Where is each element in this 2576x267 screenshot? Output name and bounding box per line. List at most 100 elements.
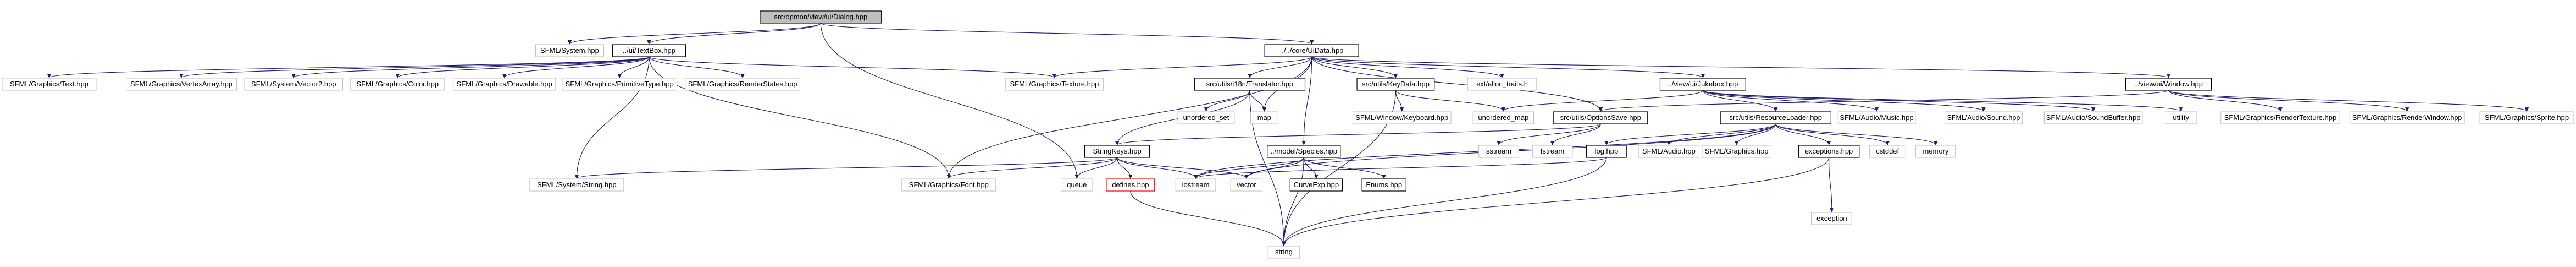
node-cstddef[interactable]: cstddef: [1869, 145, 1906, 158]
node-box: [1945, 111, 2023, 124]
node-memory[interactable]: memory: [1915, 145, 1956, 158]
node-g_text[interactable]: SFML/Graphics/Text.hpp: [2, 78, 97, 91]
node-iostream[interactable]: iostream: [1175, 178, 1216, 192]
edge-optionssave-to-sstream: [1497, 123, 1601, 145]
node-label: SFML/Audio/Sound.hpp: [1947, 114, 2020, 122]
node-box: [1289, 178, 1343, 192]
edge-resourceloader-to-cstddef: [1775, 123, 1890, 145]
edge-uidata-to-window: [1311, 56, 2170, 78]
node-unordered_set[interactable]: unordered_set: [1177, 111, 1235, 124]
edge-stringkeys-to-queue: [1074, 157, 1118, 179]
node-defines[interactable]: defines.hpp: [1106, 178, 1155, 192]
edge-window-to-optionssave: [1598, 90, 2169, 112]
node-a_music[interactable]: SFML/Audio/Music.hpp: [1837, 111, 1916, 124]
node-label: StringKeys.hpp: [1093, 147, 1142, 155]
node-g_sprite[interactable]: SFML/Graphics/Sprite.hpp: [2479, 111, 2574, 124]
node-box: [1084, 145, 1150, 158]
edge-i18n-to-unordered_set: [1204, 90, 1250, 112]
node-jukebox[interactable]: ../view/ui/Jukebox.hpp: [1659, 78, 1746, 91]
node-box: [760, 10, 882, 24]
node-box: [1837, 111, 1916, 124]
edge-defines-to-string: [1130, 191, 1286, 246]
node-label: ../model/Species.hpp: [1271, 147, 1337, 155]
node-unordered_map[interactable]: unordered_map: [1472, 111, 1534, 124]
node-a_sound[interactable]: SFML/Audio/Sound.hpp: [1945, 111, 2023, 124]
node-g_drawable[interactable]: SFML/Graphics/Drawable.hpp: [453, 78, 556, 91]
node-label: CurveExp.hpp: [1294, 181, 1339, 189]
node-box: [685, 78, 801, 91]
edge-resourceloader-to-sfml_graphics: [1734, 123, 1776, 145]
node-sfml_audio[interactable]: SFML/Audio.hpp: [1638, 145, 1700, 158]
node-label: ext/alloc_traits.h: [1476, 80, 1528, 88]
node-g_rendertexture[interactable]: SFML/Graphics/RenderTexture.hpp: [2220, 111, 2340, 124]
node-w_keyboard[interactable]: SFML/Window/Keyboard.hpp: [1352, 111, 1452, 124]
node-textbox[interactable]: ../ui/TextBox.hpp: [612, 44, 686, 57]
node-utility[interactable]: utility: [2164, 111, 2197, 124]
node-stringkeys[interactable]: StringKeys.hpp: [1084, 145, 1150, 158]
node-string[interactable]: string: [1267, 246, 1300, 259]
edge-jukebox-to-a_music: [1702, 90, 1879, 112]
include-nodes: src/opmon/view/ui/Dialog.hppSFML/System.…: [2, 10, 2574, 259]
edge-stringkeys-to-defines: [1117, 157, 1133, 179]
node-label: SFML/System.hpp: [540, 46, 599, 55]
node-log[interactable]: log.hpp: [1586, 145, 1627, 158]
node-fstream[interactable]: fstream: [1532, 145, 1573, 158]
node-uidata[interactable]: ../../core/UiData.hpp: [1264, 44, 1359, 57]
node-box: [1467, 78, 1537, 91]
node-g_renderstates[interactable]: SFML/Graphics/RenderStates.hpp: [685, 78, 801, 91]
edge-log-to-iostream: [1194, 157, 1607, 179]
node-label: memory: [1923, 147, 1948, 155]
node-vector[interactable]: vector: [1230, 178, 1263, 192]
node-s_vector2[interactable]: SFML/System/Vector2.hpp: [244, 78, 343, 91]
edge-uidata-to-g_texture: [1052, 56, 1312, 78]
node-box: [1638, 145, 1700, 158]
node-g_primtype[interactable]: SFML/Graphics/PrimitiveType.hpp: [562, 78, 678, 91]
node-i18n[interactable]: src/utils/i18n/Translator.hpp: [1194, 78, 1306, 91]
node-label: SFML/System/Vector2.hpp: [251, 80, 336, 88]
node-g_renderwindow[interactable]: SFML/Graphics/RenderWindow.hpp: [2349, 111, 2465, 124]
node-s_string[interactable]: SFML/System/String.hpp: [529, 178, 624, 192]
node-map[interactable]: map: [1250, 111, 1278, 124]
node-g_font[interactable]: SFML/Graphics/Font.hpp: [901, 178, 996, 192]
node-keydata[interactable]: src/utils/KeyData.hpp: [1356, 78, 1435, 91]
edge-resourceloader-to-log: [1604, 123, 1776, 145]
node-label: exceptions.hpp: [1805, 147, 1853, 155]
node-sfml_graphics[interactable]: SFML/Graphics.hpp: [1702, 145, 1771, 158]
node-box: [1532, 145, 1573, 158]
edge-species-to-curveexp: [1303, 157, 1319, 179]
node-g_color[interactable]: SFML/Graphics/Color.hpp: [350, 78, 445, 91]
node-label: SFML/Graphics/VertexArray.hpp: [130, 80, 232, 88]
node-exceptions[interactable]: exceptions.hpp: [1798, 145, 1860, 158]
node-system[interactable]: SFML/System.hpp: [535, 44, 604, 57]
edge-exceptions-to-exception: [1829, 157, 1834, 212]
node-window[interactable]: ../view/ui/Window.hpp: [2125, 78, 2212, 91]
edge-uidata-to-keydata: [1311, 56, 1398, 78]
edge-optionssave-to-stringkeys: [1115, 123, 1601, 145]
node-label: queue: [1067, 181, 1087, 189]
node-dialog[interactable]: src/opmon/view/ui/Dialog.hpp: [760, 10, 882, 24]
node-g_vertexarray[interactable]: SFML/Graphics/VertexArray.hpp: [125, 78, 237, 91]
node-optionssave[interactable]: src/utils/OptionsSave.hpp: [1553, 111, 1648, 124]
node-label: sstream: [1486, 147, 1511, 155]
node-g_texture[interactable]: SFML/Graphics/Texture.hpp: [1005, 78, 1104, 91]
edge-textbox-to-g_font: [649, 56, 951, 179]
node-box: [2164, 111, 2197, 124]
edge-uidata-to-alloc_traits: [1311, 56, 1504, 78]
node-sstream[interactable]: sstream: [1478, 145, 1519, 158]
node-queue[interactable]: queue: [1061, 178, 1093, 192]
edge-textbox-to-g_vertexarray: [179, 56, 650, 78]
node-box: [1194, 78, 1306, 91]
node-box: [1356, 78, 1435, 91]
node-a_soundbuffer[interactable]: SFML/Audio/SoundBuffer.hpp: [2043, 111, 2143, 124]
node-alloc_traits[interactable]: ext/alloc_traits.h: [1467, 78, 1537, 91]
node-box: [1472, 111, 1534, 124]
node-box: [901, 178, 996, 192]
edge-i18n-to-map: [1249, 90, 1267, 112]
edge-stringkeys-to-g_font: [946, 157, 1118, 179]
node-species[interactable]: ../model/Species.hpp: [1267, 145, 1341, 158]
node-exception[interactable]: exception: [1811, 212, 1852, 225]
node-resourceloader[interactable]: src/utils/ResourceLoader.hpp: [1720, 111, 1831, 124]
edge-optionssave-to-fstream: [1550, 123, 1601, 145]
node-curveexp[interactable]: CurveExp.hpp: [1289, 178, 1343, 192]
node-enums[interactable]: Enums.hpp: [1361, 178, 1406, 192]
